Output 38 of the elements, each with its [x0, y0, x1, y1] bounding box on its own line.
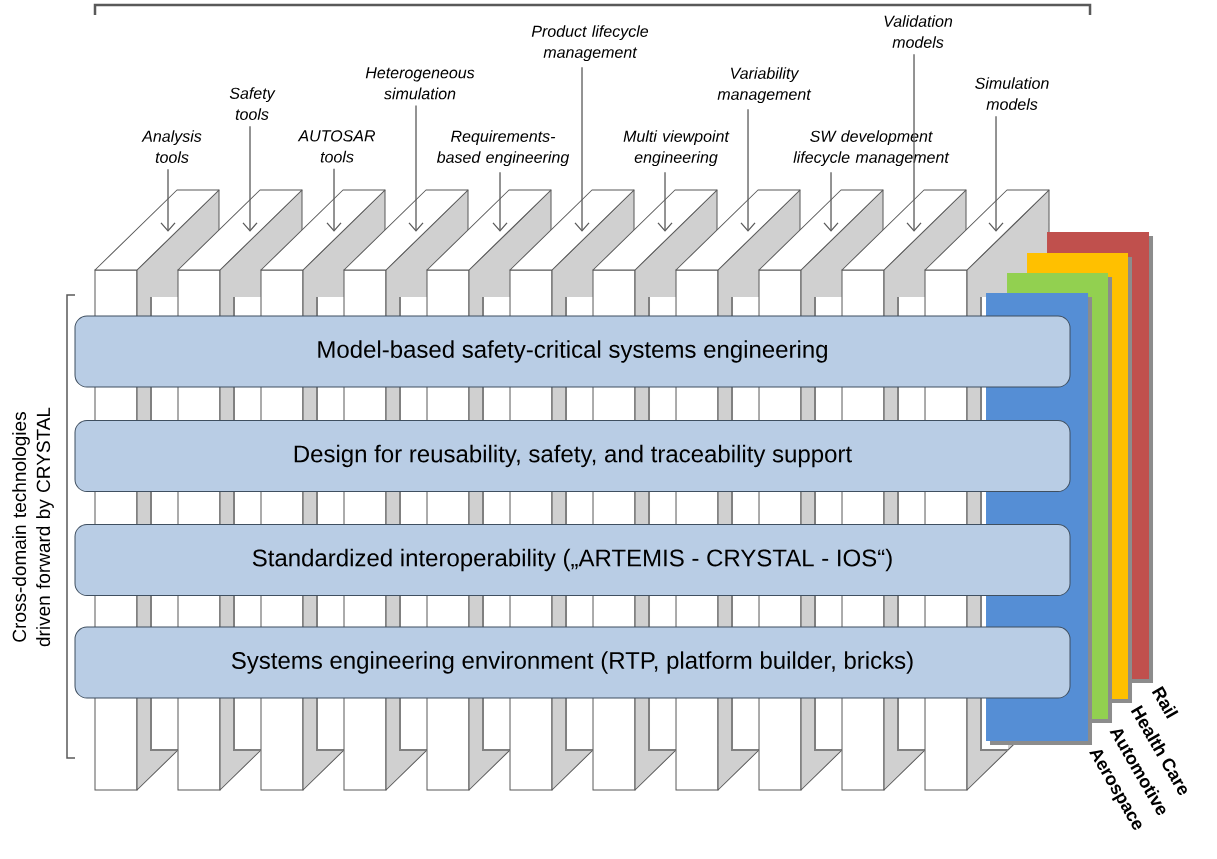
arrow	[408, 104, 424, 232]
pillar-top	[592, 189, 718, 271]
pillar-top	[841, 189, 967, 271]
layer-band: Model-based safety-critical systems engineering	[74, 315, 1071, 388]
annotation-text: Requirements-based engineering	[436, 130, 570, 167]
pillar-top	[260, 189, 386, 271]
side-label: Cross-domain technologies driven forward by CRYSTAL	[12, 407, 54, 647]
annotation-text: Multi viewpoint engineering	[623, 130, 730, 167]
arrow	[988, 115, 1004, 232]
arrow	[657, 171, 673, 232]
layer-band: Design for reusability, safety, and traceability support	[74, 420, 1071, 492]
pillar-top	[343, 189, 469, 271]
arrow	[906, 53, 922, 232]
arrow	[740, 108, 756, 232]
arrow	[160, 168, 176, 232]
annotation-text: AUTOSAR tools	[297, 130, 376, 163]
arrow	[492, 171, 508, 232]
pillar-top	[509, 189, 635, 271]
pillar-top	[758, 189, 884, 271]
annotation-text: Validation models	[884, 15, 953, 48]
layer-band: Standardized interoperability („ARTEMIS - CRYSTAL - IOS“)	[74, 524, 1071, 596]
annotation-text: Analysis tools	[141, 130, 202, 163]
arrow	[574, 66, 590, 232]
annotation-text: Heterogeneous simulation	[365, 67, 475, 100]
pillar-top	[924, 189, 1050, 271]
pillar-top	[675, 189, 801, 271]
pillar-top	[94, 189, 220, 271]
layer-band: Systems engineering environment (RTP, platform builder, bricks)	[74, 626, 1071, 699]
arrow	[823, 171, 839, 232]
arrow	[326, 168, 342, 232]
pillar-top	[426, 189, 552, 271]
annotation-text: Product lifecycle management	[531, 25, 649, 62]
annotation-text: SW development lifecycle management	[793, 130, 950, 167]
annotation-text: Variability management	[717, 67, 812, 104]
arrow	[242, 125, 258, 232]
pillar-top	[177, 189, 303, 271]
annotation-text: Simulation models	[975, 77, 1049, 110]
annotation-text: Safety tools	[229, 87, 276, 120]
